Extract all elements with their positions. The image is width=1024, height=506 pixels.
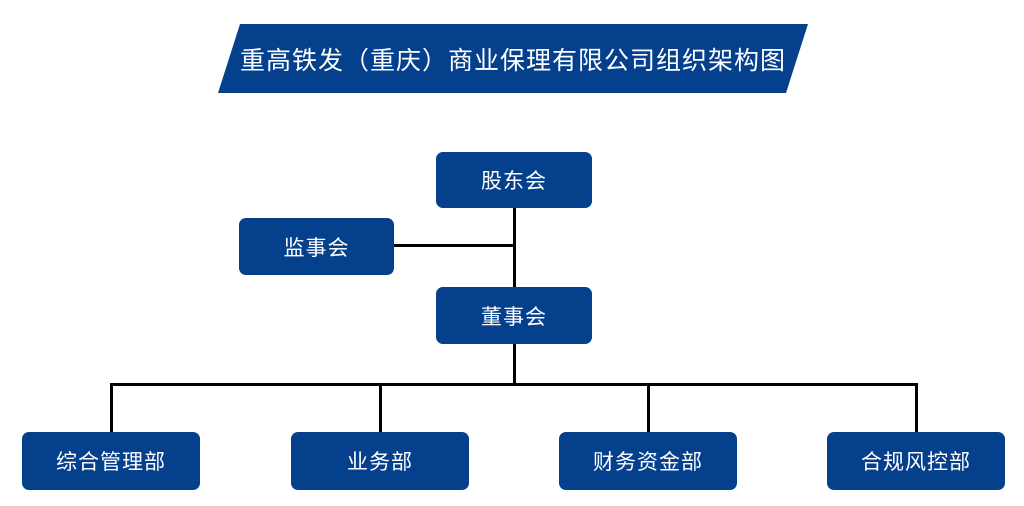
node-department-compliance-risk-control[interactable]: 合规风控部 xyxy=(827,432,1005,490)
connector-drop-department-1 xyxy=(110,383,113,434)
connector-shareholders-to-directors xyxy=(513,206,516,289)
title-banner-shape xyxy=(218,24,808,93)
connector-drop-department-4 xyxy=(915,383,918,434)
node-shareholders[interactable]: 股东会 xyxy=(436,152,592,208)
connector-drop-department-3 xyxy=(647,383,650,434)
connector-department-bus xyxy=(110,383,918,386)
page-title: 重高铁发（重庆）商业保理有限公司组织架构图 xyxy=(239,46,786,75)
title-banner: 重高铁发（重庆）商业保理有限公司组织架构图 xyxy=(218,24,808,93)
node-directors[interactable]: 董事会 xyxy=(436,287,592,344)
node-department-business[interactable]: 业务部 xyxy=(291,432,469,490)
node-department-comprehensive-management[interactable]: 综合管理部 xyxy=(22,432,200,490)
node-supervisors[interactable]: 监事会 xyxy=(239,218,394,275)
connector-drop-department-2 xyxy=(379,383,382,434)
connector-supervisors-tee xyxy=(393,244,515,247)
connector-directors-to-bus xyxy=(513,342,516,386)
node-department-finance-funds[interactable]: 财务资金部 xyxy=(559,432,737,490)
